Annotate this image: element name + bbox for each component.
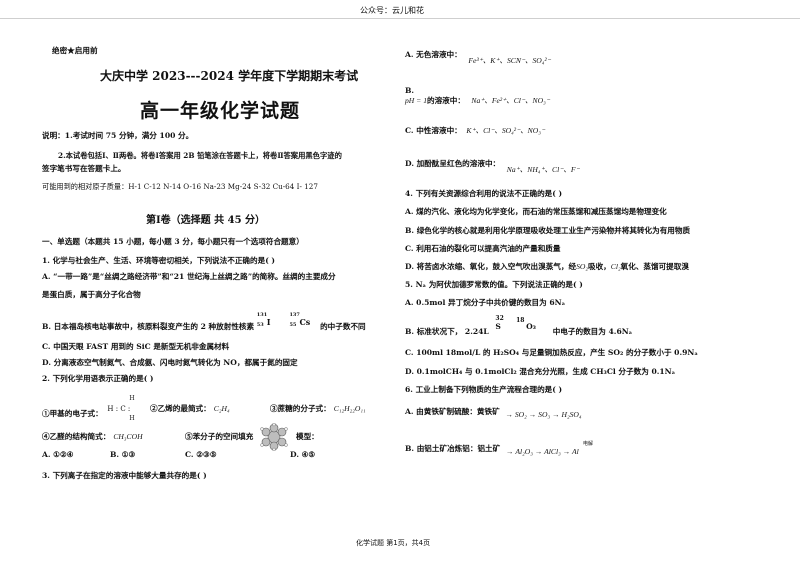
q6-option-a: A. 由黄铁矿制硫酸：黄铁矿 → SO₂ → SO₃ → H₂SO₄ xyxy=(405,407,582,419)
q2-item-3: ③蔗糖的分子式：C₁₂H₂₂O₁₁ xyxy=(270,404,366,414)
q4-option-d-part3: 氧化、蒸馏可提取溴 xyxy=(620,262,689,271)
section1-title: 一、单选题（本题共 15 小题，每小题 3 分，每小题只有一个选项符合题意） xyxy=(42,237,304,246)
q2-item-2-label: ②乙烯的最简式： xyxy=(150,404,211,413)
q1-option-a-line1: A. “一带一路”是“丝绸之路经济带”和“21 世纪海上丝绸之路”的简称。丝绸的… xyxy=(42,272,336,281)
q3-option-b-ph: pH = 1 xyxy=(405,96,427,105)
q4-option-d-cl2: Cl₂ xyxy=(610,262,621,271)
q5-option-c: C. 100ml 18mol/L 的 H₂SO₄ 与足量铜加热反应，产生 SO₂… xyxy=(405,348,698,357)
methyl-electron-formula: H H : C : H xyxy=(105,395,145,422)
q2-item-2: ②乙烯的最简式：C₂H₄ xyxy=(150,404,230,414)
q3-option-d-ions: Na⁺、NH₄⁺、Cl⁻、F⁻ xyxy=(506,165,580,174)
q6-option-b-chain: → Al₂O₃ → AlCl₃ → Al xyxy=(505,447,579,456)
q6-option-b-label: B. 由铝土矿冶炼铝：铝土矿 xyxy=(405,444,501,453)
q2-item-1-label: ①甲基的电子式： xyxy=(42,409,103,418)
q6-stem: 6. 工业上制备下列物质的生产流程合理的是( ) xyxy=(405,385,563,394)
methyl-center: H : C : xyxy=(107,405,131,413)
isotope-cesium-z: 55 xyxy=(289,322,297,328)
q3-option-c: C. 中性溶液中： K⁺、Cl⁻、SO₄²⁻、NO₃⁻ xyxy=(405,126,545,136)
q3-option-c-ions: K⁺、Cl⁻、SO₄²⁻、NO₃⁻ xyxy=(466,126,545,135)
page-footer: 化学试题 第1页，共4页 xyxy=(356,539,431,547)
q3-option-b-line2: pH = 1的溶液中： Na⁺、Fe²⁺、Cl⁻、NO₃⁻ xyxy=(405,96,550,106)
q3-option-d-label: D. 加酚酞呈红色的溶液中： xyxy=(405,159,501,168)
q3-option-b-label: B. xyxy=(405,86,415,95)
q2-option-c: C. ②③⑤ xyxy=(185,450,217,459)
note-1: 说明：1.考试时间 75 分钟，满分 100 分。 xyxy=(42,131,194,140)
q5-option-d: D. 0.1molCH₄ 与 0.1molCl₂ 混合充分光照，生成 CH₃Cl… xyxy=(405,367,676,376)
q1-option-b: B. 日本福岛核电站事故中，核原料裂变产生的 2 种放射性核素 131 53 I… xyxy=(42,312,366,332)
q2-option-a: A. ①②④ xyxy=(42,450,74,459)
q3-option-b: B. xyxy=(405,86,414,96)
q3-option-a: A. 无色溶液中： Fe³⁺、K⁺、SCN⁻、SO₄²⁻ xyxy=(405,50,551,65)
isotope-cesium-mass: 137 xyxy=(289,312,300,318)
atomic-masses: 可能用到的相对原子质量：H-1 C-12 N-14 O-16 Na-23 Mg-… xyxy=(42,182,318,191)
isotope-iodine-symbol: I xyxy=(266,317,271,327)
header-watermark: 公众号：云儿和花 xyxy=(360,6,424,15)
q1-option-b-text: B. 日本福岛核电站事故中，核原料裂变产生的 2 种放射性核素 xyxy=(42,322,255,331)
q4-option-c: C. 利用石油的裂化可以提高汽油的产量和质量 xyxy=(405,244,561,253)
q1-option-b-tail: 的中子数不同 xyxy=(320,322,366,331)
isotope-iodine-z: 53 xyxy=(256,322,264,328)
header-divider xyxy=(0,18,800,19)
note-2a: 2.本试卷包括Ⅰ、Ⅱ两卷。将卷Ⅰ答案用 2B 铅笔涂在答题卡上，将卷Ⅱ答案用黑色… xyxy=(58,151,342,160)
q3-option-a-ions: Fe³⁺、K⁺、SCN⁻、SO₄²⁻ xyxy=(468,56,551,65)
q5-option-b: B. 标准状况下， 2.24L 32 S 18 O₃ 中电子的数目为 4.6Nₐ xyxy=(405,315,633,337)
q2-item-3-formula: C₁₂H₂₂O₁₁ xyxy=(333,404,366,413)
school-title: 大庆中学 2023---2024 学年度下学期期末考试 xyxy=(100,69,359,83)
q3-option-d: D. 加酚酞呈红色的溶液中： Na⁺、NH₄⁺、Cl⁻、F⁻ xyxy=(405,159,579,174)
q4-option-d-part1: D. 将苦卤水浓缩、氧化，鼓入空气吹出溴蒸气，经 xyxy=(405,262,577,271)
isotope-iodine: 131 53 I xyxy=(256,312,287,329)
q1-option-d: D. 分离液态空气制氮气、合成氨、闪电时氮气转化为 NO，都属于氮的固定 xyxy=(42,358,298,367)
q3-option-c-label: C. 中性溶液中： xyxy=(405,126,462,135)
part1-title: 第Ⅰ卷（选择题 共 45 分） xyxy=(146,215,266,226)
q1-stem: 1. 化学与社会生产、生活、环境等密切相关，下列说法不正确的是( ) xyxy=(42,256,276,265)
oxygen-isotope: 18 O₃ xyxy=(516,317,544,334)
q4-option-b: B. 绿色化学的核心就是利用化学原理吸收处理工业生产污染物并将其转化为有用物质 xyxy=(405,226,691,235)
q6-option-a-chain: → SO₂ → SO₃ → H₂SO₄ xyxy=(505,410,582,419)
q5-option-a: A. 0.5mol 异丁烷分子中共价键的数目为 6Nₐ xyxy=(405,298,566,307)
q2-item-5-label: ⑤苯分子的空间填充 xyxy=(185,432,254,441)
q5-option-b-tail: 中电子的数目为 4.6Nₐ xyxy=(552,327,633,336)
isotope-cesium-symbol: Cs xyxy=(299,317,311,327)
q6-option-b-arrow-label: 电解 xyxy=(583,441,594,447)
isotope-iodine-mass: 131 xyxy=(256,312,268,318)
q2-stem: 2. 下列化学用语表示正确的是( ) xyxy=(42,374,154,383)
q6-option-a-label: A. 由黄铁矿制硫酸：黄铁矿 xyxy=(405,407,500,416)
q3-option-a-label: A. 无色溶液中： xyxy=(405,50,462,59)
q5-stem: 5. Nₐ 为阿伏加德罗常数的值。下列说法正确的是( ) xyxy=(405,280,583,289)
q2-item-3-label: ③蔗糖的分子式： xyxy=(270,404,331,413)
q2-option-d: D. ④⑤ xyxy=(290,450,316,459)
q3-option-b-ions: Na⁺、Fe²⁺、Cl⁻、NO₃⁻ xyxy=(471,96,550,105)
secret-label: 绝密★启用前 xyxy=(52,46,98,55)
q2-item-4-formula: CH₃COH xyxy=(113,432,143,441)
q4-stem: 4. 下列有关资源综合利用的说法不正确的是( ) xyxy=(405,189,563,198)
oxygen-symbol: O₃ xyxy=(526,322,537,331)
q2-item-5-tail: 模型： xyxy=(296,432,319,441)
methyl-h-bottom: H xyxy=(129,415,135,422)
q1-option-c: C. 中国天眼 FAST 用到的 SiC 是新型无机非金属材料 xyxy=(42,342,230,351)
q3-option-b-tail: 的溶液中： xyxy=(427,96,465,105)
q2-option-b: B. ①③ xyxy=(110,450,136,459)
q4-option-d: D. 将苦卤水浓缩、氧化，鼓入空气吹出溴蒸气，经SO₂吸收，Cl₂氧化、蒸馏可提… xyxy=(405,262,689,272)
q6-option-b: B. 由铝土矿冶炼铝：铝土矿 → Al₂O₃ → AlCl₃ → Al xyxy=(405,444,579,456)
q2-item-4: ④乙醛的结构简式：CH₃COH xyxy=(42,432,143,442)
sulfur-mass: 32 xyxy=(495,315,504,322)
q4-option-d-so2: SO₂ xyxy=(576,262,588,271)
q2-item-2-formula: C₂H₄ xyxy=(213,404,230,413)
q1-option-a-line2: 是蛋白质，属于高分子化合物 xyxy=(42,290,141,299)
q2-item-5: ⑤苯分子的空间填充 xyxy=(185,432,253,442)
q3-stem: 3. 下列离子在指定的溶液中能够大量共存的是( ) xyxy=(42,471,207,480)
methyl-h-top: H xyxy=(129,395,135,402)
q4-option-d-part2: 吸收， xyxy=(588,262,611,271)
isotope-cesium: 137 55 Cs xyxy=(289,312,317,329)
sulfur-isotope: 32 S xyxy=(491,315,513,334)
q4-option-a: A. 煤的汽化、液化均为化学变化，而石油的常压蒸馏和减压蒸馏均是物理变化 xyxy=(405,207,667,216)
sulfur-symbol: S xyxy=(495,322,501,331)
q2-item-4-label: ④乙醛的结构简式： xyxy=(42,432,111,441)
q2-item-1: ①甲基的电子式： H H : C : H xyxy=(42,395,145,422)
benzene-model-icon xyxy=(260,423,288,451)
note-2b: 签字笔书写在答题卡上。 xyxy=(42,164,126,173)
oxygen-mass: 18 xyxy=(516,317,525,324)
main-title: 高一年级化学试题 xyxy=(140,100,301,122)
q5-option-b-text: B. 标准状况下， 2.24L xyxy=(405,327,489,336)
